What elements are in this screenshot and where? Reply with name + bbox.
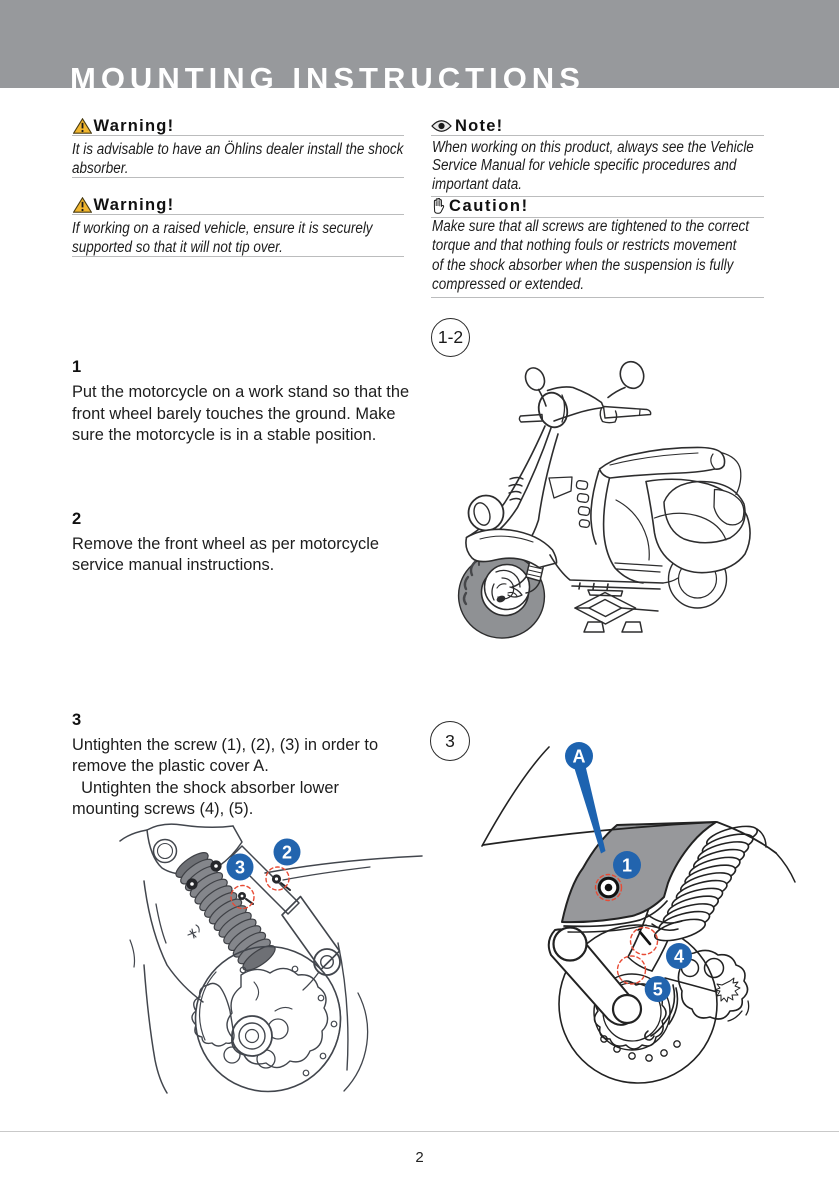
svg-text:2: 2	[282, 843, 292, 863]
svg-text:4: 4	[674, 947, 684, 967]
svg-text:A: A	[573, 747, 586, 767]
svg-text:1: 1	[622, 856, 632, 876]
svg-text:5: 5	[653, 980, 663, 1000]
svg-text:3: 3	[235, 858, 245, 878]
